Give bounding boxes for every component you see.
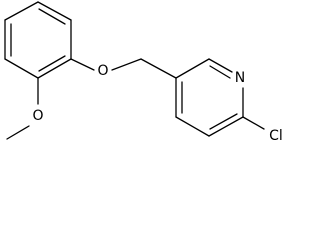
bond xyxy=(208,116,244,137)
bond xyxy=(37,58,72,79)
bond xyxy=(175,58,210,79)
double-bond-inner xyxy=(209,113,238,130)
bond xyxy=(4,58,39,79)
bond xyxy=(4,1,39,21)
pyridine-ring xyxy=(175,58,244,137)
benzene-ring xyxy=(4,1,72,79)
bond-ch2-to-pyridine xyxy=(140,58,177,79)
bond xyxy=(37,1,72,21)
double-bond-inner xyxy=(38,8,66,25)
atom-label-nitrogen: N xyxy=(235,70,245,86)
bond xyxy=(208,58,233,73)
atom-label-oxygen-methoxy: O xyxy=(32,108,43,124)
bond-ring-to-chlorine xyxy=(242,116,265,130)
atom-label-chlorine: Cl xyxy=(269,128,283,144)
atom-label-oxygen: O xyxy=(97,63,108,79)
double-bond-inner xyxy=(209,65,231,79)
bond-ring-to-ether-oxygen xyxy=(70,58,95,71)
bond xyxy=(175,116,210,137)
chemical-structure: O O N Cl xyxy=(4,1,283,144)
double-bond-inner xyxy=(38,55,66,72)
bond-methoxy-oxygen-to-methyl xyxy=(6,125,30,140)
bond-ether-oxygen-to-ch2 xyxy=(111,58,142,71)
